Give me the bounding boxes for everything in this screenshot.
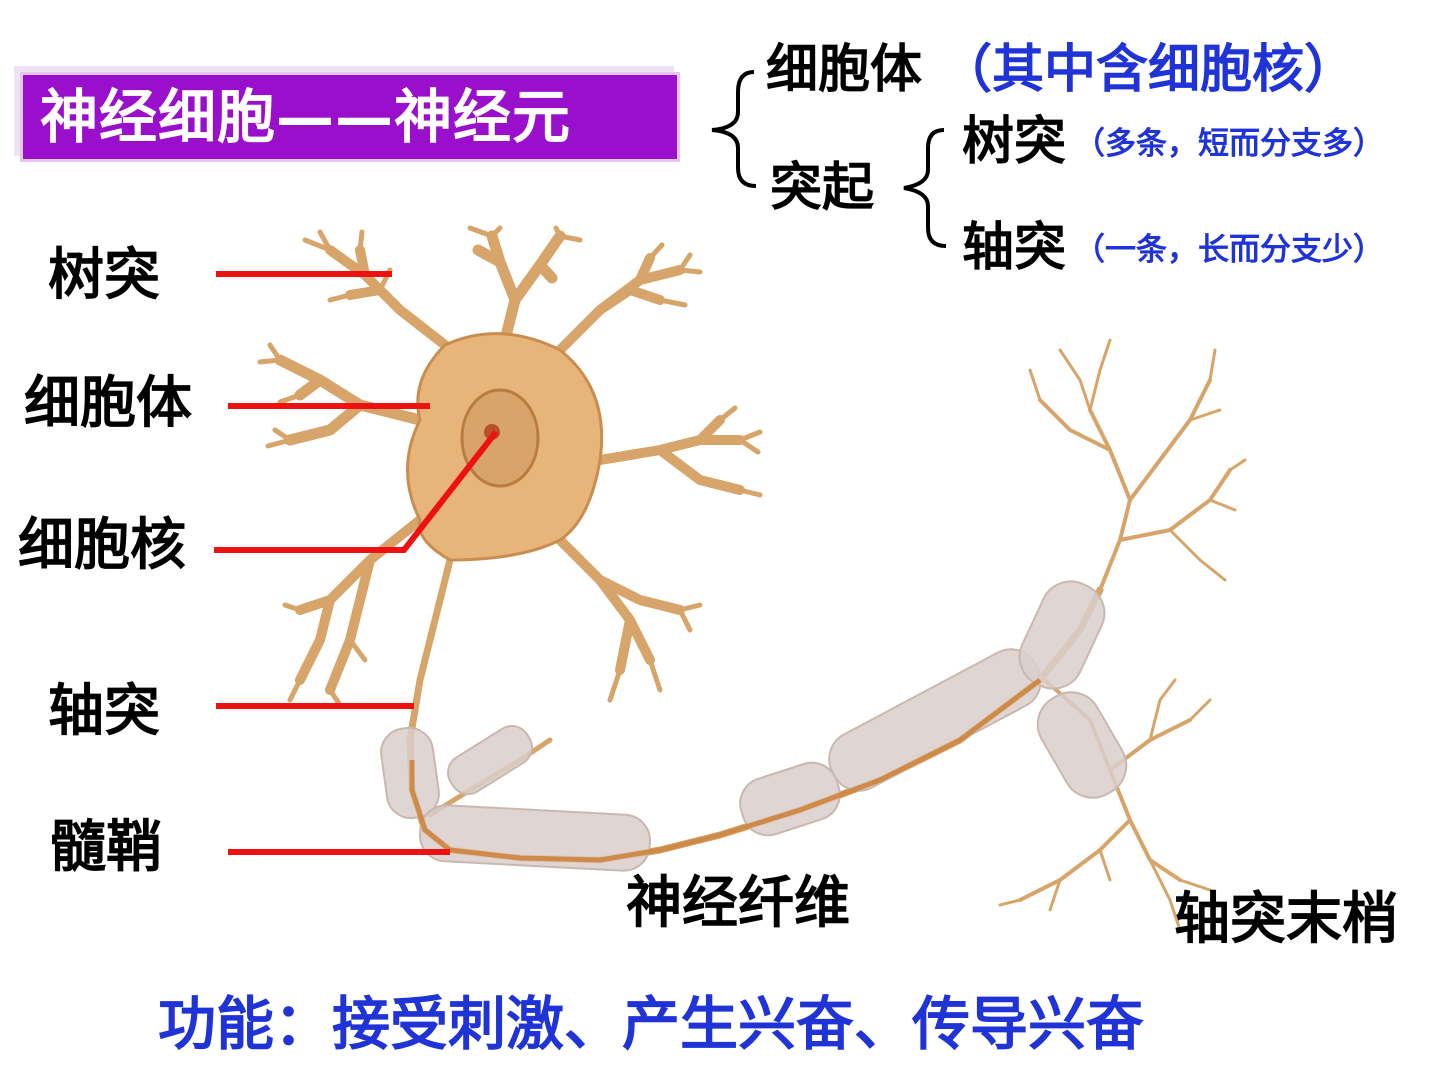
label-dendrite: 树突: [48, 243, 160, 308]
label-myelin-sheath: 髓鞘: [50, 815, 162, 880]
label-nucleus: 细胞核: [18, 513, 186, 578]
neuron-illustration: [257, 225, 1247, 932]
class-axon-note: （一条，长而分支少）: [1074, 232, 1384, 268]
label-axon-terminal: 轴突末梢: [1174, 887, 1398, 952]
class-cell-body-note: （其中含细胞核）: [940, 40, 1357, 100]
label-axon: 轴突: [48, 679, 160, 744]
class-dendrite: 树突: [962, 112, 1067, 172]
function-text: 功能：接受刺激、产生兴奋、传导兴奋: [158, 990, 1145, 1058]
brace-large: [711, 70, 757, 188]
nucleus-shape: [460, 388, 540, 488]
leader-lines: [214, 271, 499, 855]
label-nerve-fiber: 神经纤维: [626, 871, 850, 936]
label-cell-body: 细胞体: [24, 371, 192, 436]
class-cell-body: 细胞体: [766, 40, 923, 100]
leader-nucleus: [214, 430, 499, 553]
class-dendrite-note: （多条，短而分支多）: [1074, 126, 1384, 162]
title-box: [20, 72, 680, 162]
class-process: 突起: [770, 158, 875, 218]
page-title: 神经细胞——神经元: [40, 83, 572, 151]
class-axon: 轴突: [962, 218, 1067, 278]
brace-small: [903, 128, 947, 248]
